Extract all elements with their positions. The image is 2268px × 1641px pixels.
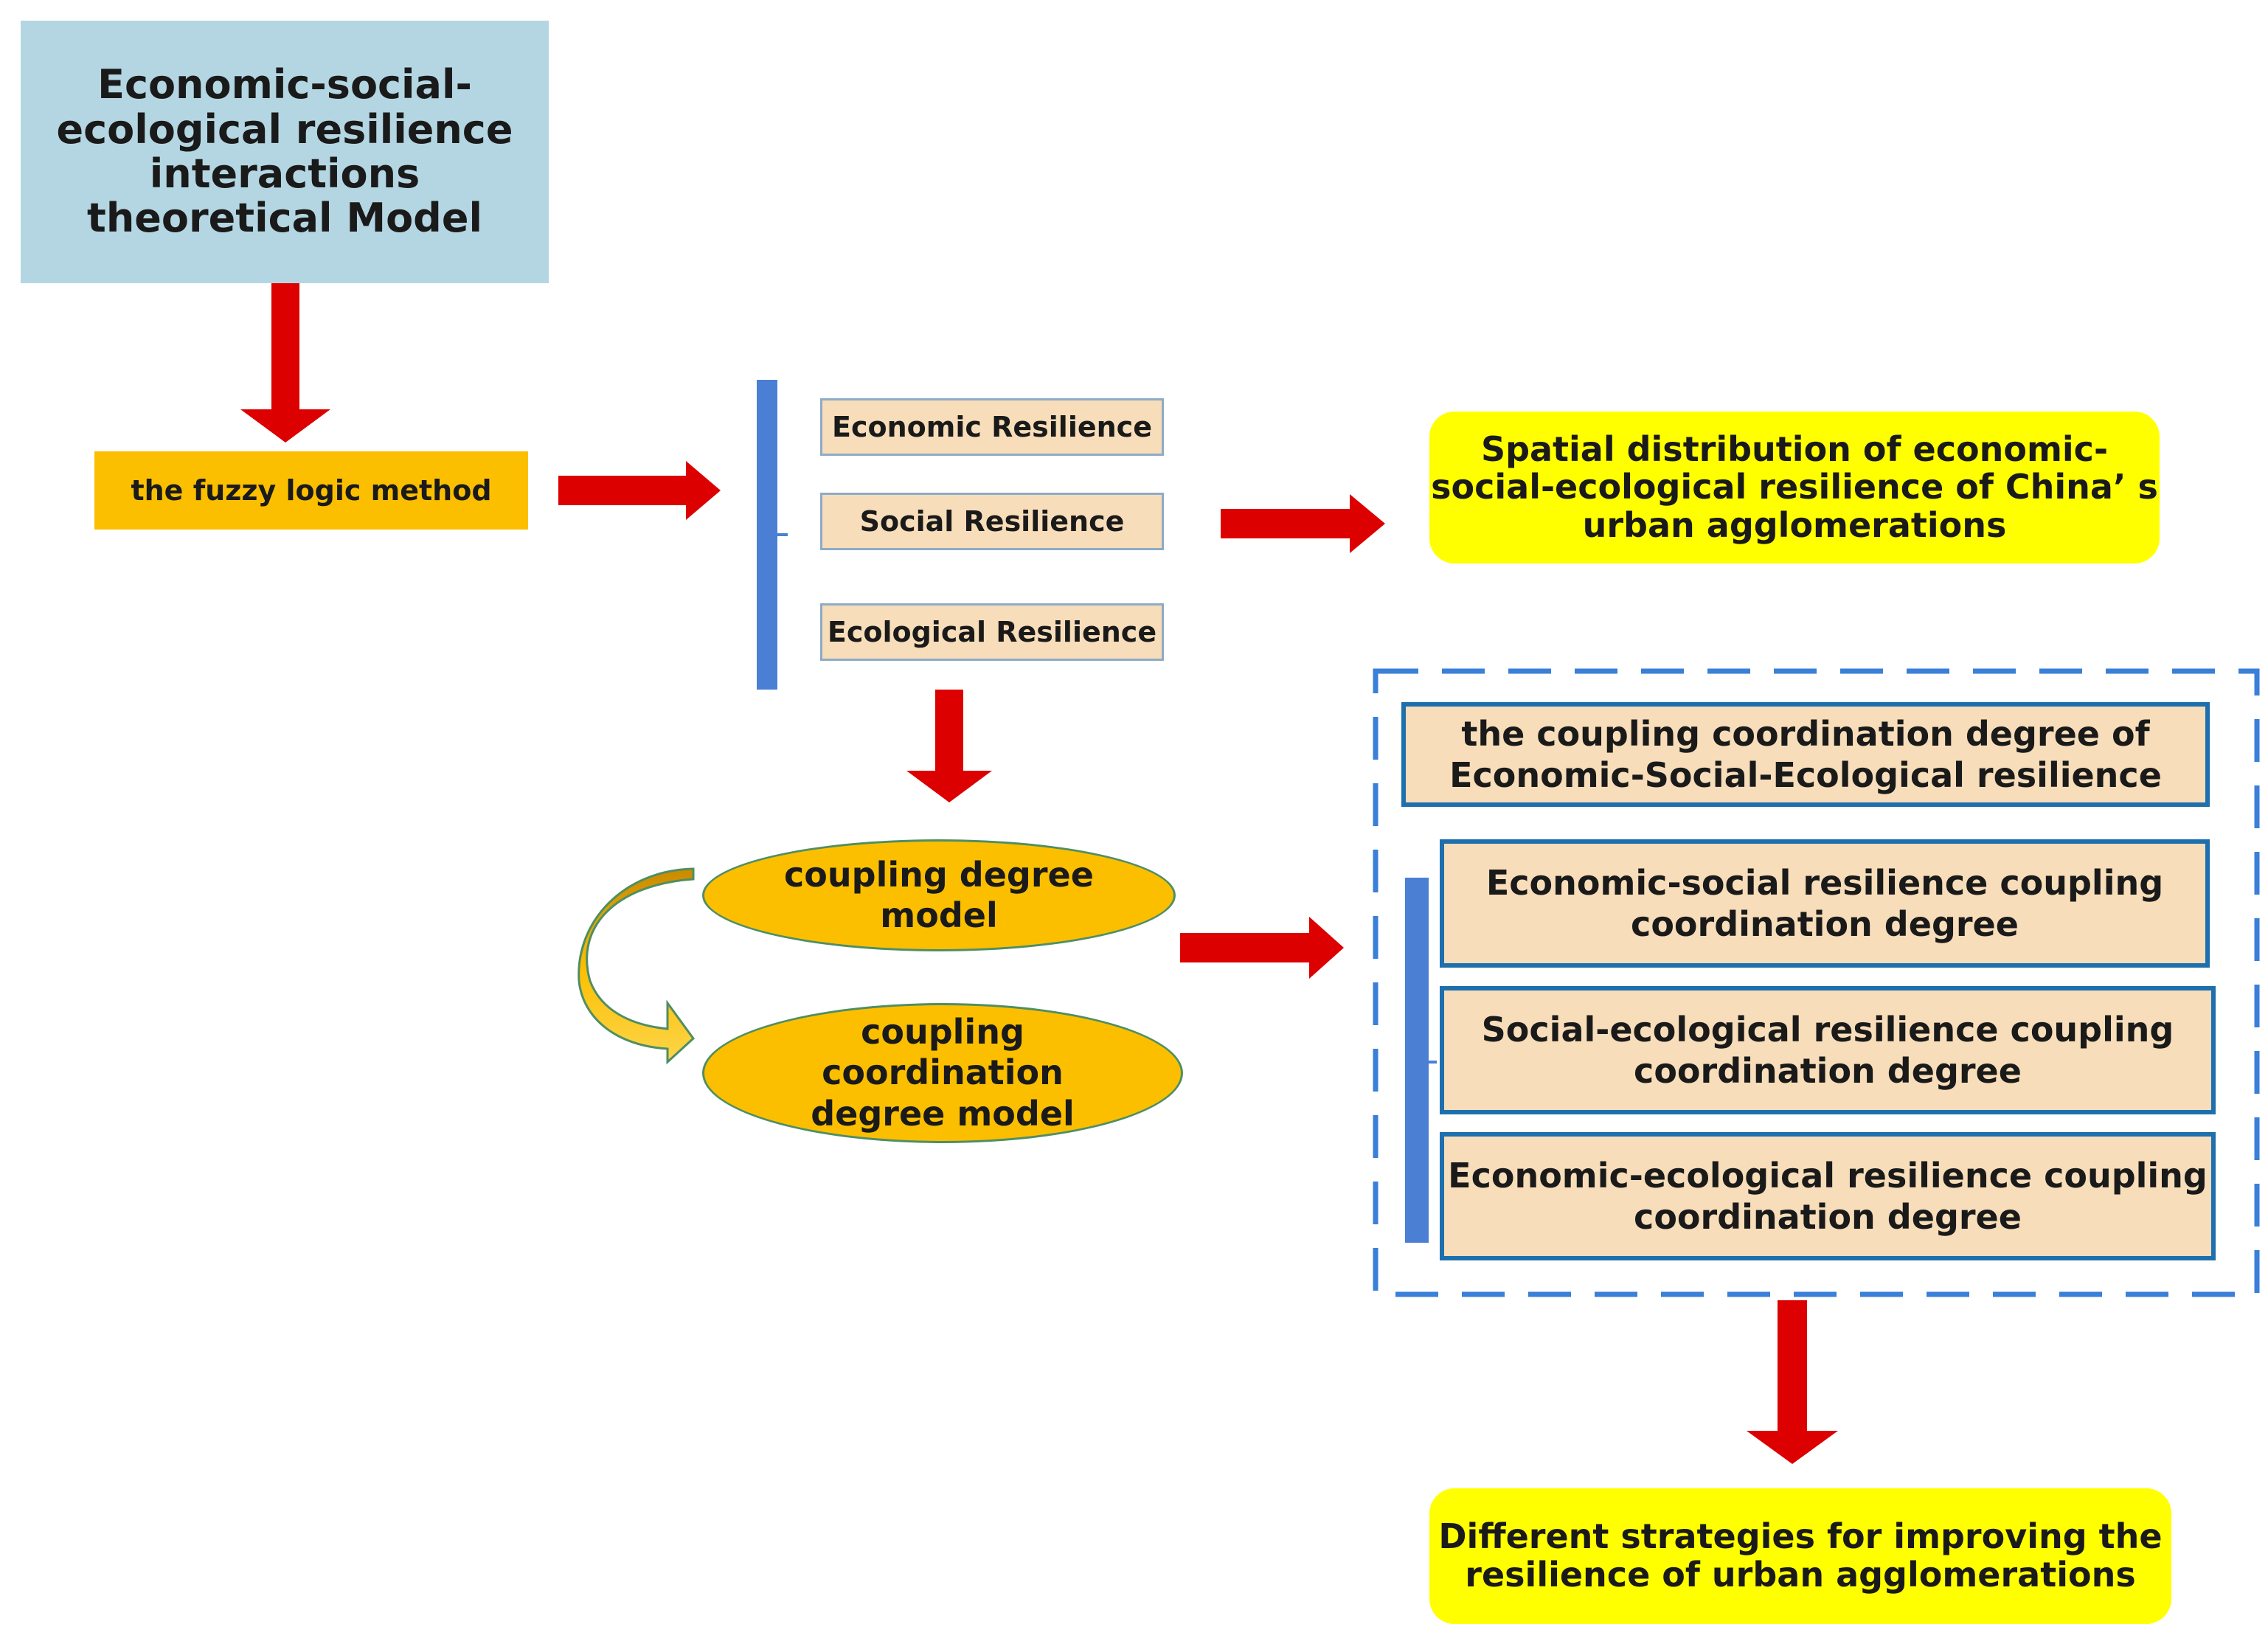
arrow-resilience-to-spatial — [1221, 494, 1385, 553]
title-line-3: interactions — [149, 150, 420, 197]
resilience-bracket-bar — [757, 380, 777, 690]
coupling-coordination-line-1: coupling — [861, 1012, 1024, 1052]
title-line-4: theoretical Model — [87, 195, 482, 242]
economic-resilience-box: Economic Resilience — [820, 398, 1164, 456]
spatial-distribution-box: Spatial distribution of economic- social… — [1429, 412, 2160, 563]
spatial-line-1: Spatial distribution of economic- — [1480, 429, 2109, 469]
social-resilience-box: Social Resilience — [820, 493, 1164, 550]
economic-social-coordination-box: Economic-social resilience coupling coor… — [1440, 839, 2210, 968]
overall-coordination-line-1: the coupling coordination degree of — [1461, 713, 2150, 754]
coupling-coordination-model-ellipse: coupling coordination degree model — [702, 1003, 1183, 1143]
arrow-models-to-coordination — [1180, 917, 1344, 979]
economic-social-line-2: coordination degree — [1631, 904, 2019, 944]
coordination-bracket-bar — [1405, 878, 1429, 1243]
overall-coordination-box: the coupling coordination degree of Econ… — [1401, 702, 2210, 807]
title-line-1: Economic-social- — [97, 61, 472, 108]
economic-ecological-line-1: Economic-ecological resilience coupling — [1448, 1155, 2208, 1196]
fuzzy-logic-method-box: the fuzzy logic method — [94, 451, 528, 530]
strategies-line-2: resilience of urban agglomerations — [1465, 1555, 2136, 1595]
social-resilience-label: Social Resilience — [859, 504, 1125, 538]
arrow-title-to-method — [240, 280, 330, 443]
spatial-line-2: social-ecological resilience of China’ s — [1431, 467, 2158, 507]
ecological-resilience-box: Ecological Resilience — [820, 603, 1164, 661]
coupling-degree-model-ellipse: coupling degree model — [702, 839, 1176, 951]
coupling-degree-line-1: coupling degree — [784, 854, 1094, 895]
title-line-2: ecological resilience — [56, 105, 513, 153]
curved-cycle-arrow — [578, 867, 696, 1065]
social-ecological-line-1: Social-ecological resilience coupling — [1481, 1009, 2174, 1050]
strategies-box: Different strategies for improving the r… — [1429, 1488, 2171, 1624]
coupling-coordination-line-2: coordination — [822, 1052, 1064, 1093]
theoretical-model-box: Economic-social- ecological resilience i… — [21, 21, 549, 283]
strategies-line-1: Different strategies for improving the — [1438, 1516, 2163, 1557]
coupling-degree-line-2: model — [880, 895, 998, 935]
fuzzy-logic-label: the fuzzy logic method — [131, 473, 492, 507]
arrow-resilience-to-models — [906, 690, 992, 802]
economic-resilience-label: Economic Resilience — [832, 410, 1152, 443]
economic-ecological-line-2: coordination degree — [1634, 1197, 2022, 1237]
social-ecological-line-2: coordination degree — [1634, 1051, 2022, 1091]
arrow-method-to-resilience — [558, 461, 721, 520]
spatial-line-3: urban agglomerations — [1582, 504, 2007, 545]
arrow-coordination-to-strategies — [1747, 1300, 1838, 1464]
coordination-group-frame — [1373, 668, 2260, 1297]
economic-social-line-1: Economic-social resilience coupling — [1485, 862, 2164, 903]
economic-ecological-coordination-box: Economic-ecological resilience coupling … — [1440, 1132, 2216, 1260]
overall-coordination-line-2: Economic-Social-Ecological resilience — [1449, 755, 2162, 795]
ecological-resilience-label: Ecological Resilience — [827, 615, 1157, 648]
social-ecological-coordination-box: Social-ecological resilience coupling co… — [1440, 986, 2216, 1114]
coupling-coordination-line-3: degree model — [811, 1093, 1075, 1134]
